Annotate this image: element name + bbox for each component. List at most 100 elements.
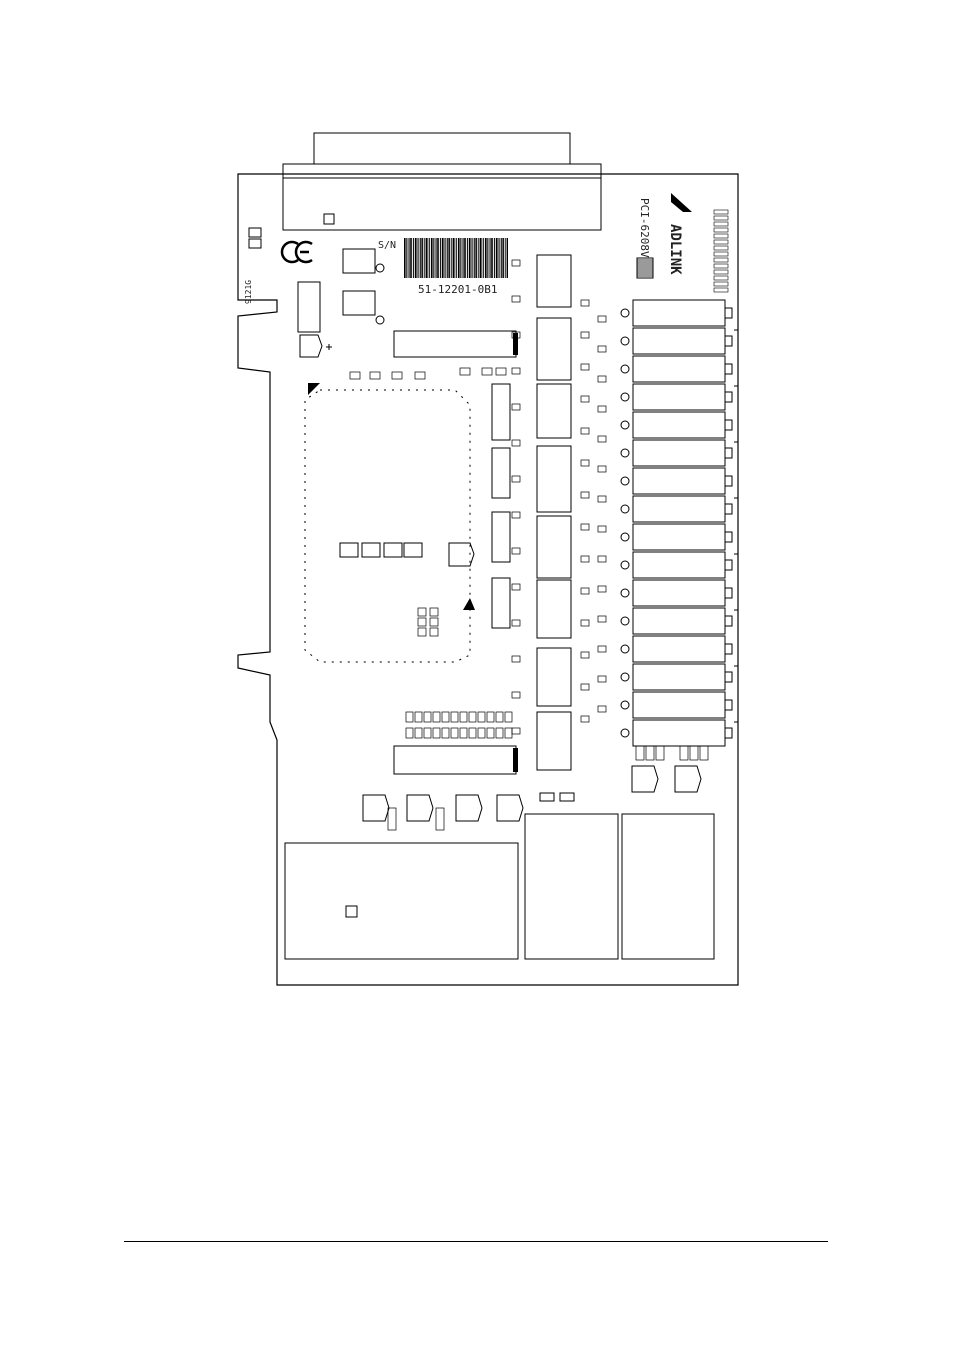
barcode-bar (447, 238, 448, 278)
barcode-bar (478, 238, 479, 278)
barcode-bar (453, 238, 454, 278)
barcode-bar (492, 238, 493, 278)
barcode-bar (474, 238, 475, 278)
smd-part (598, 526, 606, 532)
smd-row-part (487, 728, 494, 738)
channel-pad (725, 532, 732, 542)
barcode-bar (463, 238, 464, 278)
barcode-bar (411, 238, 412, 278)
header-pin (714, 258, 728, 262)
smd-part (581, 588, 589, 594)
channel-pad (725, 364, 732, 374)
fpga-corner-marker (463, 598, 475, 610)
fpga-footprint (305, 390, 470, 662)
channel-block (633, 524, 725, 550)
smd-part (512, 260, 520, 266)
smd-part (598, 406, 606, 412)
channel-block (633, 580, 725, 606)
barcode-bar (433, 238, 434, 278)
jumper-block (680, 746, 688, 760)
smd-row-part (433, 728, 440, 738)
barcode-bar (472, 238, 473, 278)
barcode-bar (445, 238, 446, 278)
channel-block (633, 664, 725, 690)
barcode-bar (438, 238, 439, 278)
dip-chip-column (492, 255, 571, 770)
channel-block (633, 692, 725, 718)
channel-via (621, 701, 629, 709)
channel-pad (725, 308, 732, 318)
smd-row-part (415, 712, 422, 722)
jumper-block (656, 746, 664, 760)
dip-chip (537, 384, 571, 438)
smd-part (415, 372, 425, 379)
channel-pad (725, 392, 732, 402)
header-pin (714, 252, 728, 256)
smd-part (581, 620, 589, 626)
barcode-bar (487, 238, 488, 278)
bottom-pad (560, 793, 574, 801)
smd-row-part (460, 712, 467, 722)
ce-mark-icon (282, 242, 312, 262)
barcode-bar (460, 238, 461, 278)
channel-via (621, 561, 629, 569)
dip-chip (537, 516, 571, 578)
barcode-bar (444, 238, 445, 278)
smd-part (598, 556, 606, 562)
channel-via (621, 421, 629, 429)
barcode-bar (413, 238, 414, 278)
channel-via (621, 533, 629, 541)
smd-row-part (487, 712, 494, 722)
smd-row-part (442, 712, 449, 722)
header-pin (714, 282, 728, 286)
bottom-pad (540, 793, 554, 801)
smd-row-part (478, 728, 485, 738)
smd-row-part (442, 728, 449, 738)
channel-via (621, 449, 629, 457)
header-pin (714, 228, 728, 232)
smd-part (512, 368, 520, 374)
barcode-bar (465, 238, 466, 278)
dip-chip (537, 255, 571, 307)
jumper-block (636, 746, 644, 760)
channel-via (621, 673, 629, 681)
smd-part (460, 368, 470, 375)
smd-part (598, 496, 606, 502)
header-pin (714, 222, 728, 226)
fpga-pin1-marker (308, 383, 320, 395)
mid-resistor (362, 543, 380, 557)
barcode-bar (431, 238, 432, 278)
smd-part (512, 440, 520, 446)
barcode-bar (503, 238, 504, 278)
dip-chip (537, 648, 571, 706)
channel-pad (725, 700, 732, 710)
barcode-bar (415, 238, 416, 278)
channel-via (621, 337, 629, 345)
db37-connector (283, 133, 601, 230)
barcode-bar (417, 238, 418, 278)
channel-block (633, 496, 725, 522)
smd-part (581, 652, 589, 658)
left-small-parts (249, 228, 332, 357)
smd-part (512, 404, 520, 410)
jumper-block (700, 746, 708, 760)
channel-block (633, 356, 725, 382)
smd-part (598, 706, 606, 712)
barcode-bar (507, 238, 508, 278)
smd-part (512, 620, 520, 626)
barcode-bar (498, 238, 499, 278)
smd-row-part (505, 728, 512, 738)
channel-block (633, 300, 725, 326)
output-channel-column (621, 210, 732, 746)
smd-part (598, 466, 606, 472)
resistor-network-lower (394, 746, 516, 774)
channel-via (621, 645, 629, 653)
barcode-bar (467, 238, 468, 278)
smd-part (598, 436, 606, 442)
smd-part (496, 368, 506, 375)
channel-pad (725, 728, 732, 738)
barcode-bar (451, 238, 452, 278)
channel-block (633, 636, 725, 662)
smd-part (512, 584, 520, 590)
